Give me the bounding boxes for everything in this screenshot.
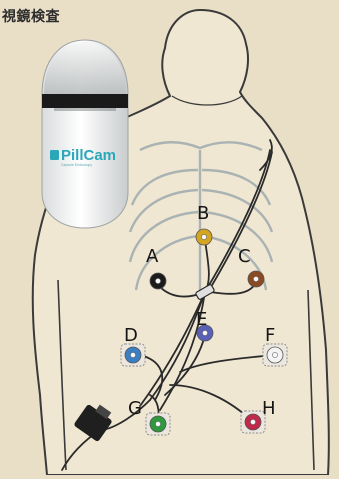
electrode-label: F bbox=[265, 325, 275, 346]
electrode-label: H bbox=[262, 398, 276, 419]
electrode-label: A bbox=[146, 246, 159, 267]
electrode-snap bbox=[130, 352, 135, 357]
electrode-snap bbox=[272, 352, 277, 357]
pillcam-logo-icon bbox=[50, 150, 59, 160]
page-title: 視鏡検査 bbox=[2, 6, 60, 26]
electrode-label: E bbox=[196, 309, 207, 330]
electrode-snap bbox=[155, 421, 160, 426]
electrode-snap bbox=[155, 278, 160, 283]
electrode-label: C bbox=[238, 246, 251, 267]
electrode-label: G bbox=[128, 398, 142, 419]
electrode-snap bbox=[253, 276, 258, 281]
electrode-label: B bbox=[197, 203, 209, 224]
electrode-label: D bbox=[124, 325, 138, 346]
electrode-snap bbox=[202, 330, 207, 335]
electrode-snap bbox=[201, 234, 206, 239]
device-brand: PillCam bbox=[61, 147, 116, 164]
device-tagline: Capsule Endoscopy bbox=[61, 163, 92, 167]
pillcam-capsule: PillCam Capsule Endoscopy bbox=[42, 40, 128, 228]
electrode-snap bbox=[250, 419, 255, 424]
